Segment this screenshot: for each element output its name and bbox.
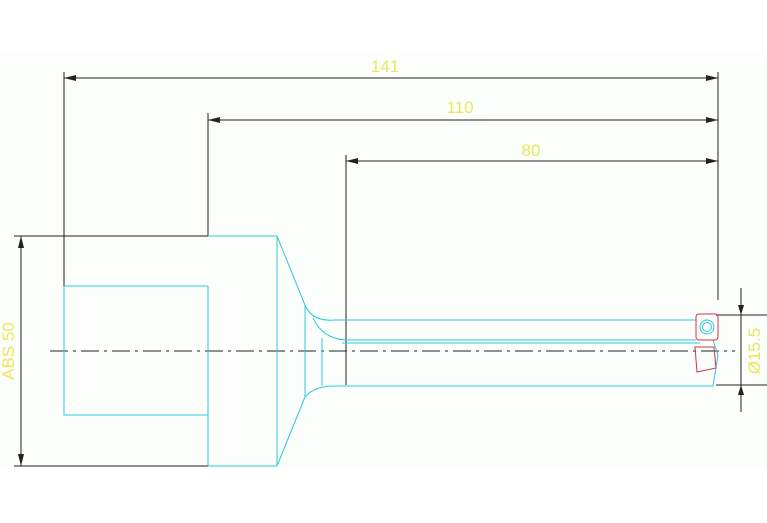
drawing-area [0, 54, 767, 469]
shank-inner-profile [63, 285, 208, 416]
bar-top-edge [304, 304, 696, 321]
arrow-top-15-5 [738, 305, 744, 315]
bar-tip [712, 339, 719, 387]
dimension-141: 141 [63, 57, 719, 351]
insert-screw-inner [702, 322, 712, 332]
insert-screw-outer [699, 319, 715, 335]
bar-bottom-edge [304, 385, 713, 398]
tapered-neck [276, 235, 306, 467]
dimension-label-141: 141 [371, 57, 399, 76]
insert-top [695, 313, 719, 341]
arrow-bottom-15-5 [738, 385, 744, 395]
dimension-label-abs-50: ABS 50 [0, 322, 18, 380]
insert-side [694, 346, 717, 373]
dimension-label-80: 80 [522, 141, 541, 160]
dimension-label-110: 110 [446, 98, 473, 117]
bar-flute-edge [312, 317, 696, 341]
dimension-abs-50: ABS 50 [0, 235, 208, 467]
cutting-insert [694, 313, 719, 373]
part-outline [63, 235, 719, 467]
dimension-label-dia-15-5: Ø15.5 [745, 328, 764, 374]
dimension-80: 80 [345, 141, 718, 385]
dimension-110: 110 [207, 98, 718, 236]
dimension-dia-15-5: Ø15.5 [716, 288, 767, 412]
shank-body [207, 235, 278, 467]
